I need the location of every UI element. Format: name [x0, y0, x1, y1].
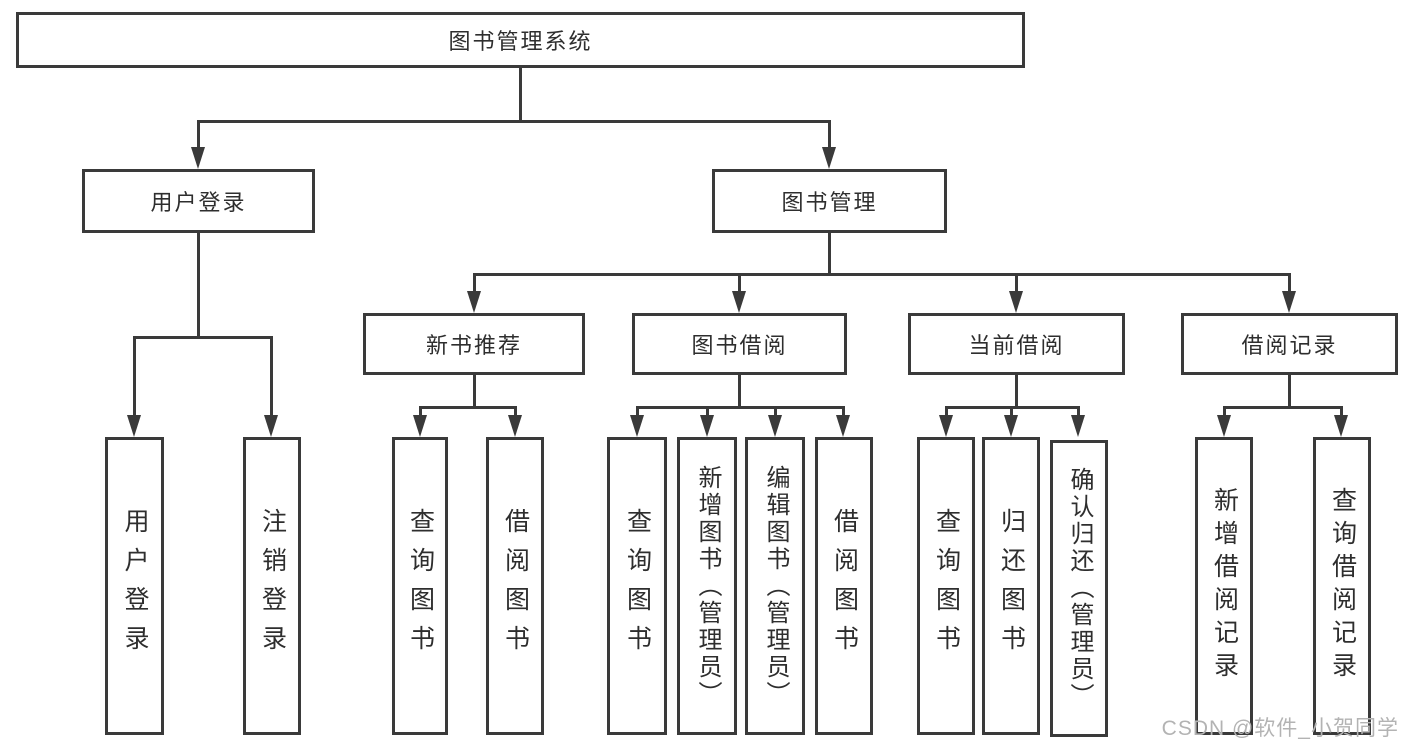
- node-current-borrowing-label: 当前借阅: [968, 333, 1065, 358]
- connector-line: [828, 120, 831, 147]
- connector-line: [636, 406, 639, 415]
- connector-line: [738, 375, 741, 406]
- connector-line: [1010, 406, 1013, 415]
- connector-line: [473, 273, 1291, 276]
- arrow-down: [630, 415, 644, 437]
- arrow-down: [1282, 291, 1296, 313]
- leaf-confirm-return-admin: 确认归还（管理员）: [1050, 440, 1108, 737]
- connector-line: [133, 336, 273, 339]
- connector-line: [1340, 406, 1343, 415]
- node-book-management: 图书管理: [712, 169, 947, 233]
- leaf-return-books-label: 归还图书: [997, 508, 1026, 664]
- connector-line: [1015, 375, 1018, 406]
- node-book-borrowing-label: 图书借阅: [691, 333, 788, 358]
- arrow-down: [1334, 415, 1348, 437]
- arrow-down: [732, 291, 746, 313]
- node-book-borrowing: 图书借阅: [632, 313, 847, 375]
- connector-line: [419, 406, 422, 415]
- leaf-add-book-admin: 新增图书（管理员）: [677, 437, 737, 735]
- connector-line: [636, 406, 845, 409]
- connector-line: [1288, 375, 1291, 406]
- arrow-down: [822, 147, 836, 169]
- leaf-add-borrow-record-label: 新增借阅记录: [1210, 487, 1239, 685]
- connector-line: [270, 336, 273, 415]
- connector-line: [419, 406, 517, 409]
- arrow-down: [1004, 415, 1018, 437]
- arrow-down: [127, 415, 141, 437]
- connector-line: [1223, 406, 1226, 415]
- root-node-label: 图书管理系统: [448, 29, 593, 54]
- connector-line: [197, 233, 200, 336]
- connector-line: [473, 273, 476, 293]
- leaf-query-books-borrowing-label: 查询图书: [623, 508, 652, 664]
- leaf-user-login: 用户登录: [105, 437, 164, 735]
- leaf-borrow-books-recommend-label: 借阅图书: [501, 508, 530, 664]
- connector-line: [133, 336, 136, 415]
- connector-line: [842, 406, 845, 415]
- leaf-borrow-books-borrowing: 借阅图书: [815, 437, 873, 735]
- arrow-down: [508, 415, 522, 437]
- leaf-query-books-current: 查询图书: [917, 437, 975, 735]
- arrow-down: [1071, 415, 1085, 437]
- arrow-down: [1009, 291, 1023, 313]
- leaf-query-borrow-record-label: 查询借阅记录: [1328, 487, 1357, 685]
- node-user-login-label: 用户登录: [150, 190, 247, 215]
- node-borrowing-records-label: 借阅记录: [1241, 333, 1338, 358]
- watermark: CSDN @软件_小贺同学: [1161, 717, 1399, 740]
- connector-line: [197, 120, 831, 123]
- connector-line: [1077, 406, 1080, 415]
- node-user-login: 用户登录: [82, 169, 315, 233]
- node-current-borrowing: 当前借阅: [908, 313, 1125, 375]
- leaf-query-books-recommend: 查询图书: [392, 437, 448, 735]
- connector-line: [738, 273, 741, 293]
- leaf-query-books-recommend-label: 查询图书: [406, 508, 435, 664]
- leaf-add-book-admin-label: 新增图书（管理员）: [694, 464, 721, 708]
- leaf-edit-book-admin-label: 编辑图书（管理员）: [762, 464, 789, 708]
- connector-line: [1223, 406, 1343, 409]
- connector-line: [774, 406, 777, 415]
- connector-line: [945, 406, 948, 415]
- arrow-down: [1217, 415, 1231, 437]
- connector-line: [828, 233, 831, 273]
- leaf-user-login-label: 用户登录: [121, 508, 149, 664]
- arrow-down: [467, 291, 481, 313]
- connector-line: [514, 406, 517, 415]
- root-node: 图书管理系统: [16, 12, 1025, 68]
- leaf-edit-book-admin: 编辑图书（管理员）: [745, 437, 805, 735]
- arrow-down: [768, 415, 782, 437]
- leaf-borrow-books-recommend: 借阅图书: [486, 437, 544, 735]
- node-new-book-recommendation: 新书推荐: [363, 313, 585, 375]
- arrow-down: [939, 415, 953, 437]
- node-borrowing-records: 借阅记录: [1181, 313, 1398, 375]
- connector-line: [473, 375, 476, 406]
- node-new-book-recommendation-label: 新书推荐: [425, 333, 522, 358]
- leaf-query-borrow-record: 查询借阅记录: [1313, 437, 1371, 735]
- connector-line: [706, 406, 709, 415]
- leaf-query-books-current-label: 查询图书: [932, 508, 961, 664]
- leaf-add-borrow-record: 新增借阅记录: [1195, 437, 1253, 735]
- connector-line: [197, 120, 200, 147]
- connector-line: [1288, 273, 1291, 293]
- leaf-logout-label: 注销登录: [258, 508, 287, 664]
- arrow-down: [191, 147, 205, 169]
- leaf-logout: 注销登录: [243, 437, 301, 735]
- leaf-confirm-return-admin-label: 确认归还（管理员）: [1066, 467, 1093, 710]
- arrow-down: [413, 415, 427, 437]
- connector-line: [519, 68, 522, 120]
- connector-line: [1015, 273, 1018, 293]
- arrow-down: [700, 415, 714, 437]
- leaf-borrow-books-borrowing-label: 借阅图书: [830, 508, 859, 664]
- leaf-query-books-borrowing: 查询图书: [607, 437, 667, 735]
- node-book-management-label: 图书管理: [781, 190, 878, 215]
- leaf-return-books: 归还图书: [982, 437, 1040, 735]
- arrow-down: [836, 415, 850, 437]
- arrow-down: [264, 415, 278, 437]
